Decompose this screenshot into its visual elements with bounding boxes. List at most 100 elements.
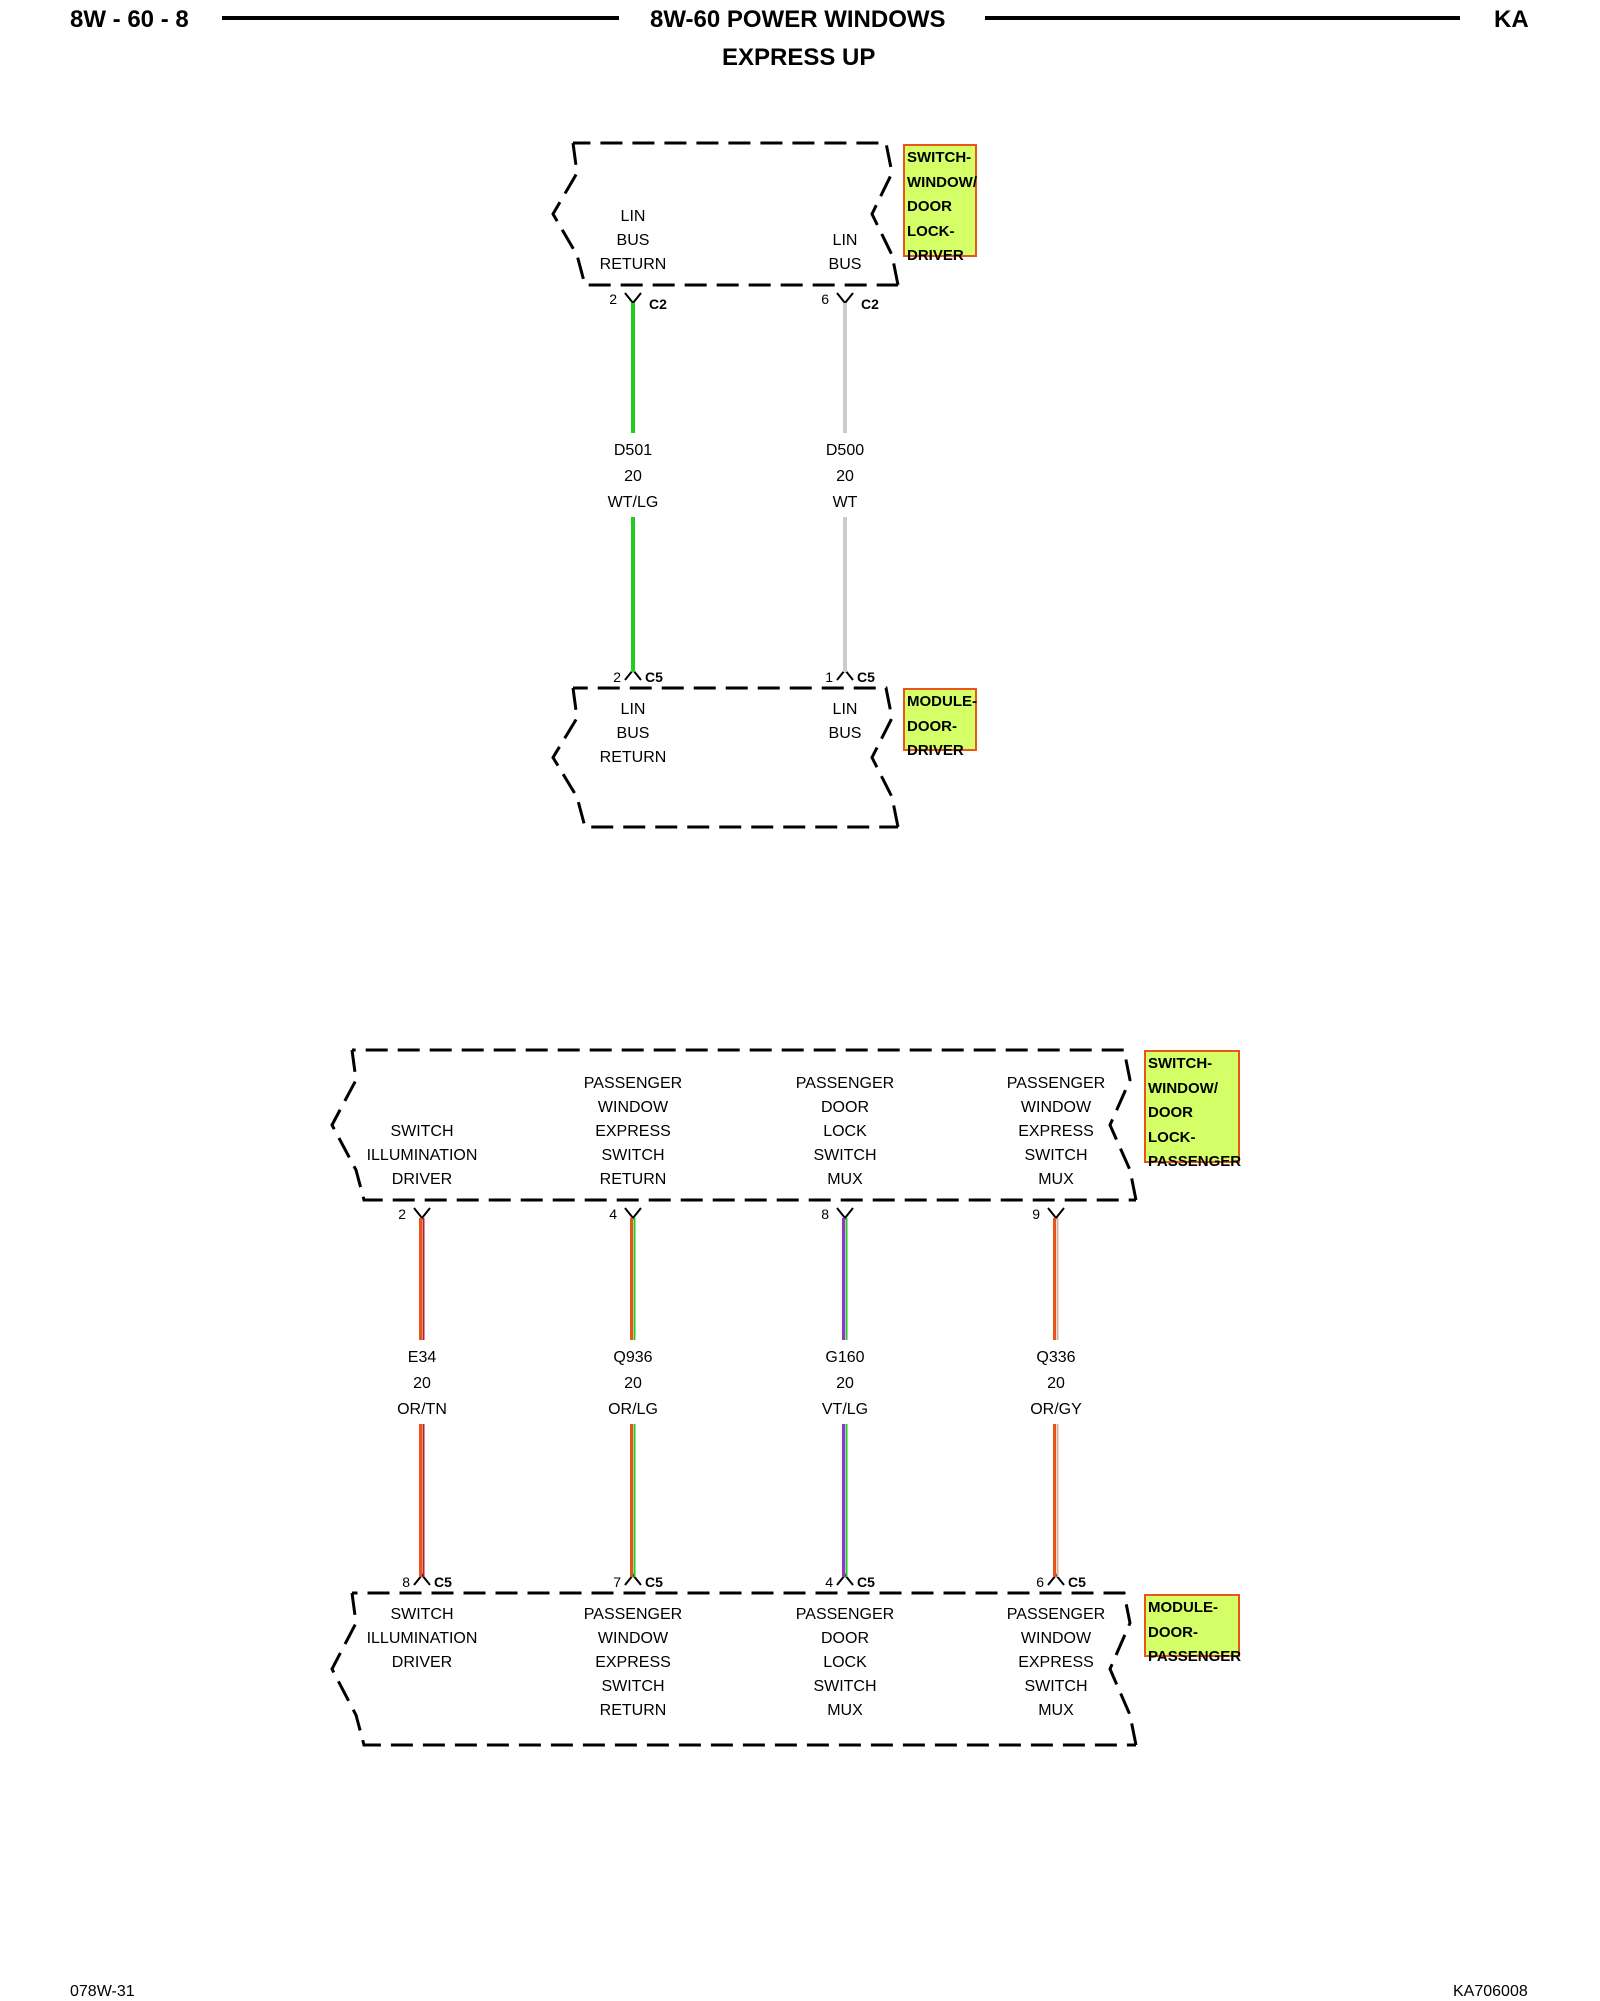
tag-line: DRIVER (907, 742, 964, 759)
top-diagram-wire-1-color-code: WT (833, 494, 858, 511)
bottom-diagram-bottom-pin-0-line-2: DRIVER (392, 1654, 452, 1671)
bottom-diagram-wire-2-bottom-connector-pin-number: 4 (825, 1574, 833, 1590)
top-diagram-wire-0-bottom-connector-pin-number: 2 (613, 669, 621, 685)
bottom-diagram-top-pin-2-line-0: PASSENGER (796, 1075, 894, 1092)
bottom-diagram-top-pin-1-line-4: RETURN (600, 1171, 667, 1188)
component-tag-module-passenger: MODULE- DOOR- PASSENGER (1144, 1594, 1241, 1665)
top-diagram-wire-1-bottom-connector-pin-number: 1 (825, 669, 833, 685)
component-tag-module-driver: MODULE- DOOR- DRIVER (903, 688, 977, 759)
bottom-diagram-bottom-pin-1-line-3: SWITCH (601, 1678, 664, 1695)
tag-line: WINDOW/ (1148, 1079, 1218, 1097)
bottom-diagram-bottom-pin-3-line-3: SWITCH (1024, 1678, 1087, 1695)
bottom-diagram-wire-1-gauge: 20 (624, 1375, 642, 1392)
bottom-diagram-wire-2-circuit: G160 (825, 1349, 864, 1366)
tag-line: DOOR- (1148, 1623, 1198, 1641)
bottom-diagram-top-pin-2-line-1: DOOR (821, 1099, 869, 1116)
model-code: KA (1494, 6, 1529, 33)
bottom-diagram-wire-3-color-code: OR/GY (1030, 1401, 1082, 1418)
top-diagram-top-pin-0-line-2: RETURN (600, 256, 667, 273)
bottom-diagram-bottom-pin-3-line-4: MUX (1038, 1702, 1074, 1719)
bottom-diagram-bottom-pin-2-line-1: DOOR (821, 1630, 869, 1647)
bottom-diagram-bottom-pin-2-line-4: MUX (827, 1702, 863, 1719)
top-diagram-wire-1-gauge: 20 (836, 468, 854, 485)
top-diagram-bottom-pin-0-line-0: LIN (621, 701, 646, 718)
tag-line: PASSENGER (1148, 1648, 1242, 1665)
top-diagram-top-pin-1-line-1: BUS (829, 256, 862, 273)
bottom-diagram-top-pin-0-line-2: DRIVER (392, 1171, 452, 1188)
tag-line: DOOR (907, 198, 952, 215)
top-diagram-top-component-outline (551, 141, 900, 287)
bottom-diagram-wire-0-color-code: OR/TN (397, 1401, 447, 1418)
tag-line: SWITCH- (1148, 1055, 1213, 1072)
bottom-diagram-top-pin-3-line-1: WINDOW (1021, 1099, 1092, 1116)
top-diagram-bottom-pin-1-line-0: LIN (833, 701, 858, 718)
bottom-diagram-bottom-pin-1-line-2: EXPRESS (595, 1654, 671, 1671)
bottom-diagram-top-pin-1-line-3: SWITCH (601, 1147, 664, 1164)
page-subtitle: EXPRESS UP (722, 44, 876, 71)
bottom-diagram-top-pin-3-line-0: PASSENGER (1007, 1075, 1105, 1092)
bottom-diagram-wire-3-circuit: Q336 (1036, 1349, 1075, 1366)
bottom-diagram-bottom-pin-2-line-0: PASSENGER (796, 1606, 894, 1623)
bottom-diagram-wire-1-top-connector-pin-number: 4 (609, 1206, 617, 1222)
top-diagram-wire-1-top-connector-pin-number: 6 (821, 291, 829, 307)
tag-line: LOCK- (1148, 1128, 1196, 1146)
bottom-diagram-top-pin-1-line-1: WINDOW (598, 1099, 669, 1116)
tag-line: WINDOW/ (907, 173, 977, 191)
bottom-diagram-top-pin-3-line-3: SWITCH (1024, 1147, 1087, 1164)
top-diagram-top-pin-0-line-0: LIN (621, 208, 646, 225)
bottom-diagram-wire-2-gauge: 20 (836, 1375, 854, 1392)
bottom-diagram-wire-1-top-connector-symbol (624, 1207, 642, 1220)
top-diagram-bottom-pin-1-line-1: BUS (829, 725, 862, 742)
bottom-diagram-top-pin-3-line-4: MUX (1038, 1171, 1074, 1188)
bottom-diagram-wire-3-bottom-connector-pin-number: 6 (1036, 1574, 1044, 1590)
bottom-diagram-bottom-pin-0-line-0: SWITCH (390, 1606, 453, 1623)
bottom-diagram-wire-2-top-connector-pin-number: 8 (821, 1206, 829, 1222)
bottom-diagram-top-pin-0-line-0: SWITCH (390, 1123, 453, 1140)
bottom-diagram-wire-0-circuit: E34 (408, 1349, 437, 1366)
bottom-diagram-top-pin-2-line-2: LOCK (823, 1123, 867, 1140)
top-diagram-wire-0-circuit: D501 (614, 442, 652, 459)
component-tag-switch-driver: SWITCH- WINDOW/ DOOR LOCK- DRIVER (903, 144, 977, 264)
bottom-diagram-wire-0-gauge: 20 (413, 1375, 431, 1392)
header-rule-right (985, 16, 1460, 20)
bottom-diagram-bottom-pin-0-line-1: ILLUMINATION (367, 1630, 478, 1647)
component-tag-switch-passenger: SWITCH- WINDOW/ DOOR LOCK- PASSENGER (1144, 1050, 1241, 1170)
top-diagram-bottom-pin-0-line-2: RETURN (600, 749, 667, 766)
tag-line: DOOR (1148, 1104, 1193, 1121)
top-diagram-bottom-pin-0-line-1: BUS (617, 725, 650, 742)
bottom-diagram-bottom-pin-1-line-4: RETURN (600, 1702, 667, 1719)
bottom-diagram-top-pin-0-line-1: ILLUMINATION (367, 1147, 478, 1164)
tag-line: DOOR- (907, 717, 957, 735)
bottom-diagram-top-pin-2-line-3: SWITCH (813, 1147, 876, 1164)
bottom-diagram-top-component-outline (330, 1048, 1138, 1202)
bottom-diagram-bottom-pin-2-line-3: SWITCH (813, 1678, 876, 1695)
tag-line: MODULE- (907, 693, 977, 710)
bottom-diagram-wire-0-bottom-connector-connector: C5 (434, 1574, 452, 1590)
bottom-diagram-wire-2-top-connector-symbol (836, 1207, 854, 1220)
bottom-diagram-bottom-pin-1-line-1: WINDOW (598, 1630, 669, 1647)
bottom-diagram-wire-0-top-connector-pin-number: 2 (398, 1206, 406, 1222)
bottom-diagram-bottom-pin-3-line-2: EXPRESS (1018, 1654, 1094, 1671)
bottom-diagram-wire-1-bottom-connector-connector: C5 (645, 1574, 663, 1590)
bottom-diagram-wire-1-circuit: Q936 (613, 1349, 652, 1366)
bottom-diagram-top-pin-1-line-0: PASSENGER (584, 1075, 682, 1092)
bottom-diagram-top-pin-3-line-2: EXPRESS (1018, 1123, 1094, 1140)
header-rule-left (222, 16, 619, 20)
top-diagram-wire-0-top-connector-symbol (624, 292, 642, 305)
tag-line: MODULE- (1148, 1599, 1218, 1616)
bottom-diagram-bottom-component-outline (330, 1591, 1138, 1747)
top-diagram-top-pin-0-line-1: BUS (617, 232, 650, 249)
footer-left-code: 078W-31 (70, 1983, 135, 2000)
tag-line: LOCK- (907, 222, 955, 240)
top-diagram-wire-1-top-connector-connector: C2 (861, 296, 879, 312)
bottom-diagram-wire-0-top-connector-symbol (413, 1207, 431, 1220)
bottom-diagram-top-pin-2-line-4: MUX (827, 1171, 863, 1188)
top-diagram-wire-0-top-connector-pin-number: 2 (609, 291, 617, 307)
bottom-diagram-top-pin-1-line-2: EXPRESS (595, 1123, 671, 1140)
bottom-diagram-wire-3-bottom-connector-connector: C5 (1068, 1574, 1086, 1590)
top-diagram-bottom-component-outline (551, 686, 900, 829)
bottom-diagram-bottom-pin-2-line-2: LOCK (823, 1654, 867, 1671)
top-diagram-top-pin-1-line-0: LIN (833, 232, 858, 249)
page-number: 8W - 60 - 8 (70, 6, 189, 33)
page-title: 8W-60 POWER WINDOWS (650, 6, 946, 33)
